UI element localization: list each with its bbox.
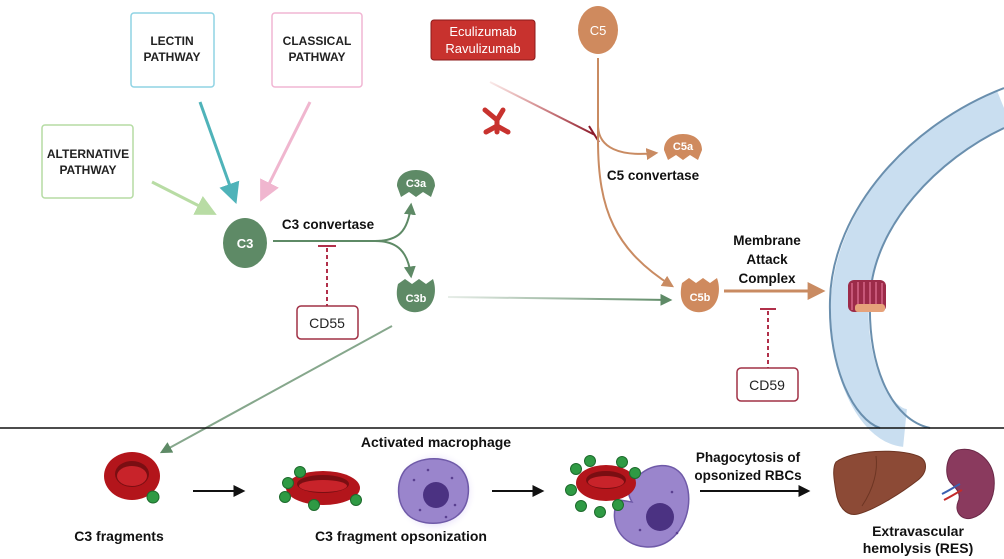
activated-macrophage-label: Activated macrophage [361,434,511,450]
c5-label: C5 [590,23,607,38]
c3b-to-c5b-arrow [447,293,673,306]
activated-macrophage [393,450,477,534]
mac-label-line3: Complex [738,271,796,286]
antibody-icon [482,107,511,135]
c3b-to-rbc-arrow [159,325,393,454]
lectin-label-line1: LECTIN [150,34,193,48]
drug-box: Eculizumab Ravulizumab [430,19,536,61]
hemolysis-label-line2: hemolysis (RES) [863,540,973,556]
classical-pathway-box: CLASSICAL PATHWAY [271,12,363,88]
cd55-box: CD55 [296,305,359,340]
classical-arrow [260,101,312,202]
drug-ravulizumab: Ravulizumab [445,41,520,56]
c5-node: C5 [578,6,618,54]
alternative-pathway-box: ALTERNATIVE PATHWAY [41,124,134,199]
c5b-label: C5b [690,292,711,304]
lectin-pathway-box: LECTIN PATHWAY [130,12,215,88]
c3a-label: C3a [406,178,427,190]
c5b-node: C5b [680,278,719,313]
c5-convertase-label: C5 convertase [607,168,700,183]
alternative-arrow [151,180,217,215]
classical-label-line1: CLASSICAL [283,34,352,48]
c5a-node: C5a [664,134,702,160]
cd59-label: CD59 [749,377,785,393]
cd55-label: CD55 [309,315,345,331]
c3-label: C3 [237,236,254,251]
alternative-label-line1: ALTERNATIVE [47,147,129,161]
c3-convertase-label: C3 convertase [282,217,375,232]
c3b-branch [374,240,416,279]
rbc-with-c3-fragment [104,452,160,504]
drug-inhibition-line [489,81,596,136]
c3b-node: C3b [396,279,435,313]
spleen-icon [941,448,995,520]
phagocytosis-label-line2: opsonized RBCs [694,468,801,483]
c5a-branch [597,124,659,161]
mac-label-line2: Attack [746,252,788,267]
c5a-label: C5a [673,141,694,153]
c3a-node: C3a [397,170,435,197]
c5-main-line [597,58,675,288]
hemolysis-label-line1: Extravascular [872,523,964,539]
phagocytosis-scene [565,455,690,548]
cell-membrane [828,87,1004,447]
opsonization-label: C3 fragment opsonization [315,528,487,544]
alternative-label-line2: PATHWAY [59,163,116,177]
c3b-label: C3b [406,293,427,305]
lectin-label-line2: PATHWAY [143,50,200,64]
c3-fragments-label: C3 fragments [74,528,164,544]
lectin-arrow [198,101,240,204]
classical-label-line2: PATHWAY [288,50,345,64]
mac-label-line1: Membrane [733,233,801,248]
opsonized-rbc [279,466,362,511]
mac-pore-icon [848,280,886,312]
cd59-box: CD59 [736,367,799,402]
drug-eculizumab: Eculizumab [449,24,516,39]
c3-node: C3 [223,218,267,268]
liver-icon [833,450,926,515]
phagocytosis-label-line1: Phagocytosis of [696,450,801,465]
